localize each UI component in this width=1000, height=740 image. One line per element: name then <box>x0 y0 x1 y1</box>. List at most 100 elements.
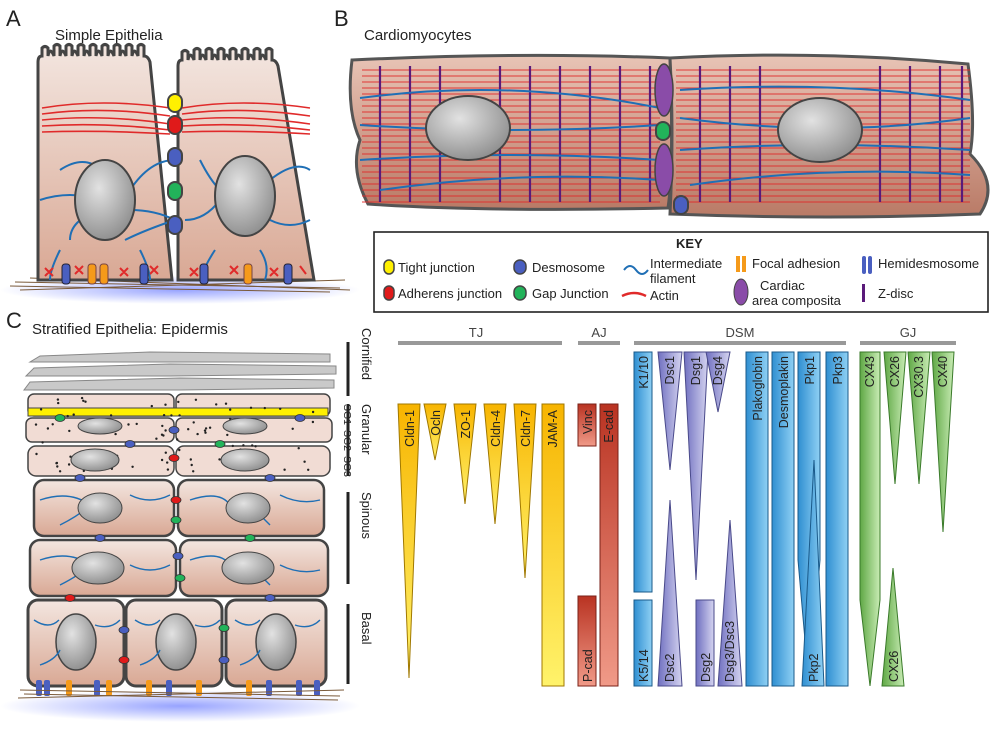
group-tj: TJ <box>469 325 483 340</box>
panel-a: A Simple Epithelia <box>0 6 360 304</box>
label-e-cad: E-cad <box>602 410 616 443</box>
label-k5-14: K5/14 <box>637 649 651 682</box>
layer-basal: Basal <box>359 612 374 645</box>
junction-dot <box>172 552 184 560</box>
basal-nucleus <box>155 613 197 671</box>
junction-dot <box>168 454 180 462</box>
gap-junction-marker <box>167 181 183 201</box>
panel-a-letter: A <box>6 6 21 31</box>
actin-swatch <box>621 291 647 298</box>
label-cldn-7: Cldn-7 <box>519 410 533 447</box>
label-cx26-lower: CX26 <box>887 651 901 682</box>
marker-jam-a <box>541 403 565 687</box>
marker-cx40 <box>931 351 955 533</box>
marker-pkp2 <box>801 459 825 687</box>
key-cardiac-area-2: area composita <box>752 293 842 308</box>
marker-desmoplakin <box>771 351 795 687</box>
cardiac-z-discs <box>378 66 964 202</box>
marker-dsg1 <box>683 351 709 581</box>
spinous-nucleus <box>225 492 271 524</box>
marker-cx26-upper <box>883 351 907 485</box>
panel-b-title: Cardiomyocytes <box>364 27 472 44</box>
junction-dot <box>218 624 230 632</box>
marker-k1-10 <box>633 351 653 593</box>
area-composita-marker <box>654 63 674 117</box>
label-cx43: CX43 <box>863 356 877 387</box>
focal-adhesion-swatch <box>742 256 746 272</box>
epidermis-basal-attachments <box>36 680 320 696</box>
label-dsg2: Dsg2 <box>699 653 713 682</box>
label-dsg4: Dsg4 <box>711 356 725 385</box>
gap-junction-swatch <box>513 285 527 301</box>
group-aj: AJ <box>591 325 606 340</box>
granular-nucleus <box>222 417 268 435</box>
key-desmosome: Desmosome <box>532 260 605 275</box>
adherens-junction-swatch <box>383 285 395 301</box>
label-dsc2: Dsc2 <box>663 653 677 682</box>
panel-c-letter: C <box>6 308 22 333</box>
panel-a-title: Simple Epithelia <box>55 27 163 44</box>
label-zo-1: ZO-1 <box>459 410 473 439</box>
junction-dot <box>294 414 306 422</box>
label-pkp2: Pkp2 <box>807 653 821 682</box>
simple-nucleus-left <box>74 159 136 241</box>
junction-dot <box>74 474 86 482</box>
legend-key: KEY Tight junction Adherens junction Des… <box>373 231 989 313</box>
key-hemidesmosome: Hemidesmosome <box>878 256 979 271</box>
marker-dsg2 <box>695 599 715 687</box>
marker-plakoglobin <box>745 351 769 687</box>
basal-nucleus <box>55 613 97 671</box>
label-cx26-upper: CX26 <box>888 356 902 387</box>
junction-dot <box>118 626 130 634</box>
cardiac-nucleus-left <box>425 95 511 161</box>
marker-ocln <box>423 403 447 461</box>
junction-dot <box>54 414 66 422</box>
filament-swatch <box>623 265 649 275</box>
marker-vinc <box>577 403 597 447</box>
group-dsm: DSM <box>726 325 755 340</box>
junction-dot <box>218 656 230 664</box>
label-cldn-4: Cldn-4 <box>489 410 503 447</box>
spinous-nucleus <box>221 551 275 585</box>
marker-cx26-lower <box>881 567 905 687</box>
label-pkp3: Pkp3 <box>831 356 845 385</box>
layer-sg1: SG1 <box>341 404 353 425</box>
simple-basal-attachments <box>61 263 293 285</box>
label-jam-a: JAM-A <box>546 409 560 447</box>
key-actin: Actin <box>650 288 679 303</box>
desmosome-marker <box>673 195 689 215</box>
group-gj: GJ <box>900 325 917 340</box>
tight-junction-barrier <box>27 407 329 417</box>
marker-dsc2 <box>657 499 683 687</box>
basal-nucleus <box>255 613 297 671</box>
junction-dot <box>124 440 136 448</box>
panel-c-title: Stratified Epithelia: Epidermis <box>32 321 228 338</box>
key-tight-junction: Tight junction <box>398 260 475 275</box>
junction-dot <box>170 496 182 504</box>
area-composita-swatch <box>733 278 749 306</box>
label-plakoglobin: Plakoglobin <box>751 356 765 421</box>
gap-junction-marker <box>655 121 671 141</box>
focal-adhesion-swatch <box>736 256 740 272</box>
key-box <box>373 231 989 313</box>
simple-actin <box>41 102 311 135</box>
simple-nucleus-right <box>214 155 276 237</box>
basal-filaments <box>33 619 321 666</box>
label-cx30-3: CX30.3 <box>912 356 926 398</box>
label-desmoplakin: Desmoplakin <box>777 356 791 428</box>
hemidesmosome-swatch <box>862 256 866 274</box>
junction-dot <box>118 656 130 664</box>
desmosome-marker <box>167 147 183 167</box>
desmosome-marker <box>167 215 183 235</box>
spinous-nucleus <box>77 492 123 524</box>
junction-dot <box>170 516 182 524</box>
marker-p-cad <box>577 595 597 687</box>
marker-e-cad <box>599 403 619 687</box>
label-dsc1: Dsc1 <box>663 356 677 385</box>
layer-sg2: SG2 <box>341 430 353 451</box>
label-p-cad: P-cad <box>581 649 595 682</box>
marker-cldn-7 <box>513 403 537 579</box>
granular-nucleus <box>77 417 123 435</box>
panel-b-letter: B <box>334 6 349 31</box>
epidermis-junctions <box>54 414 306 664</box>
